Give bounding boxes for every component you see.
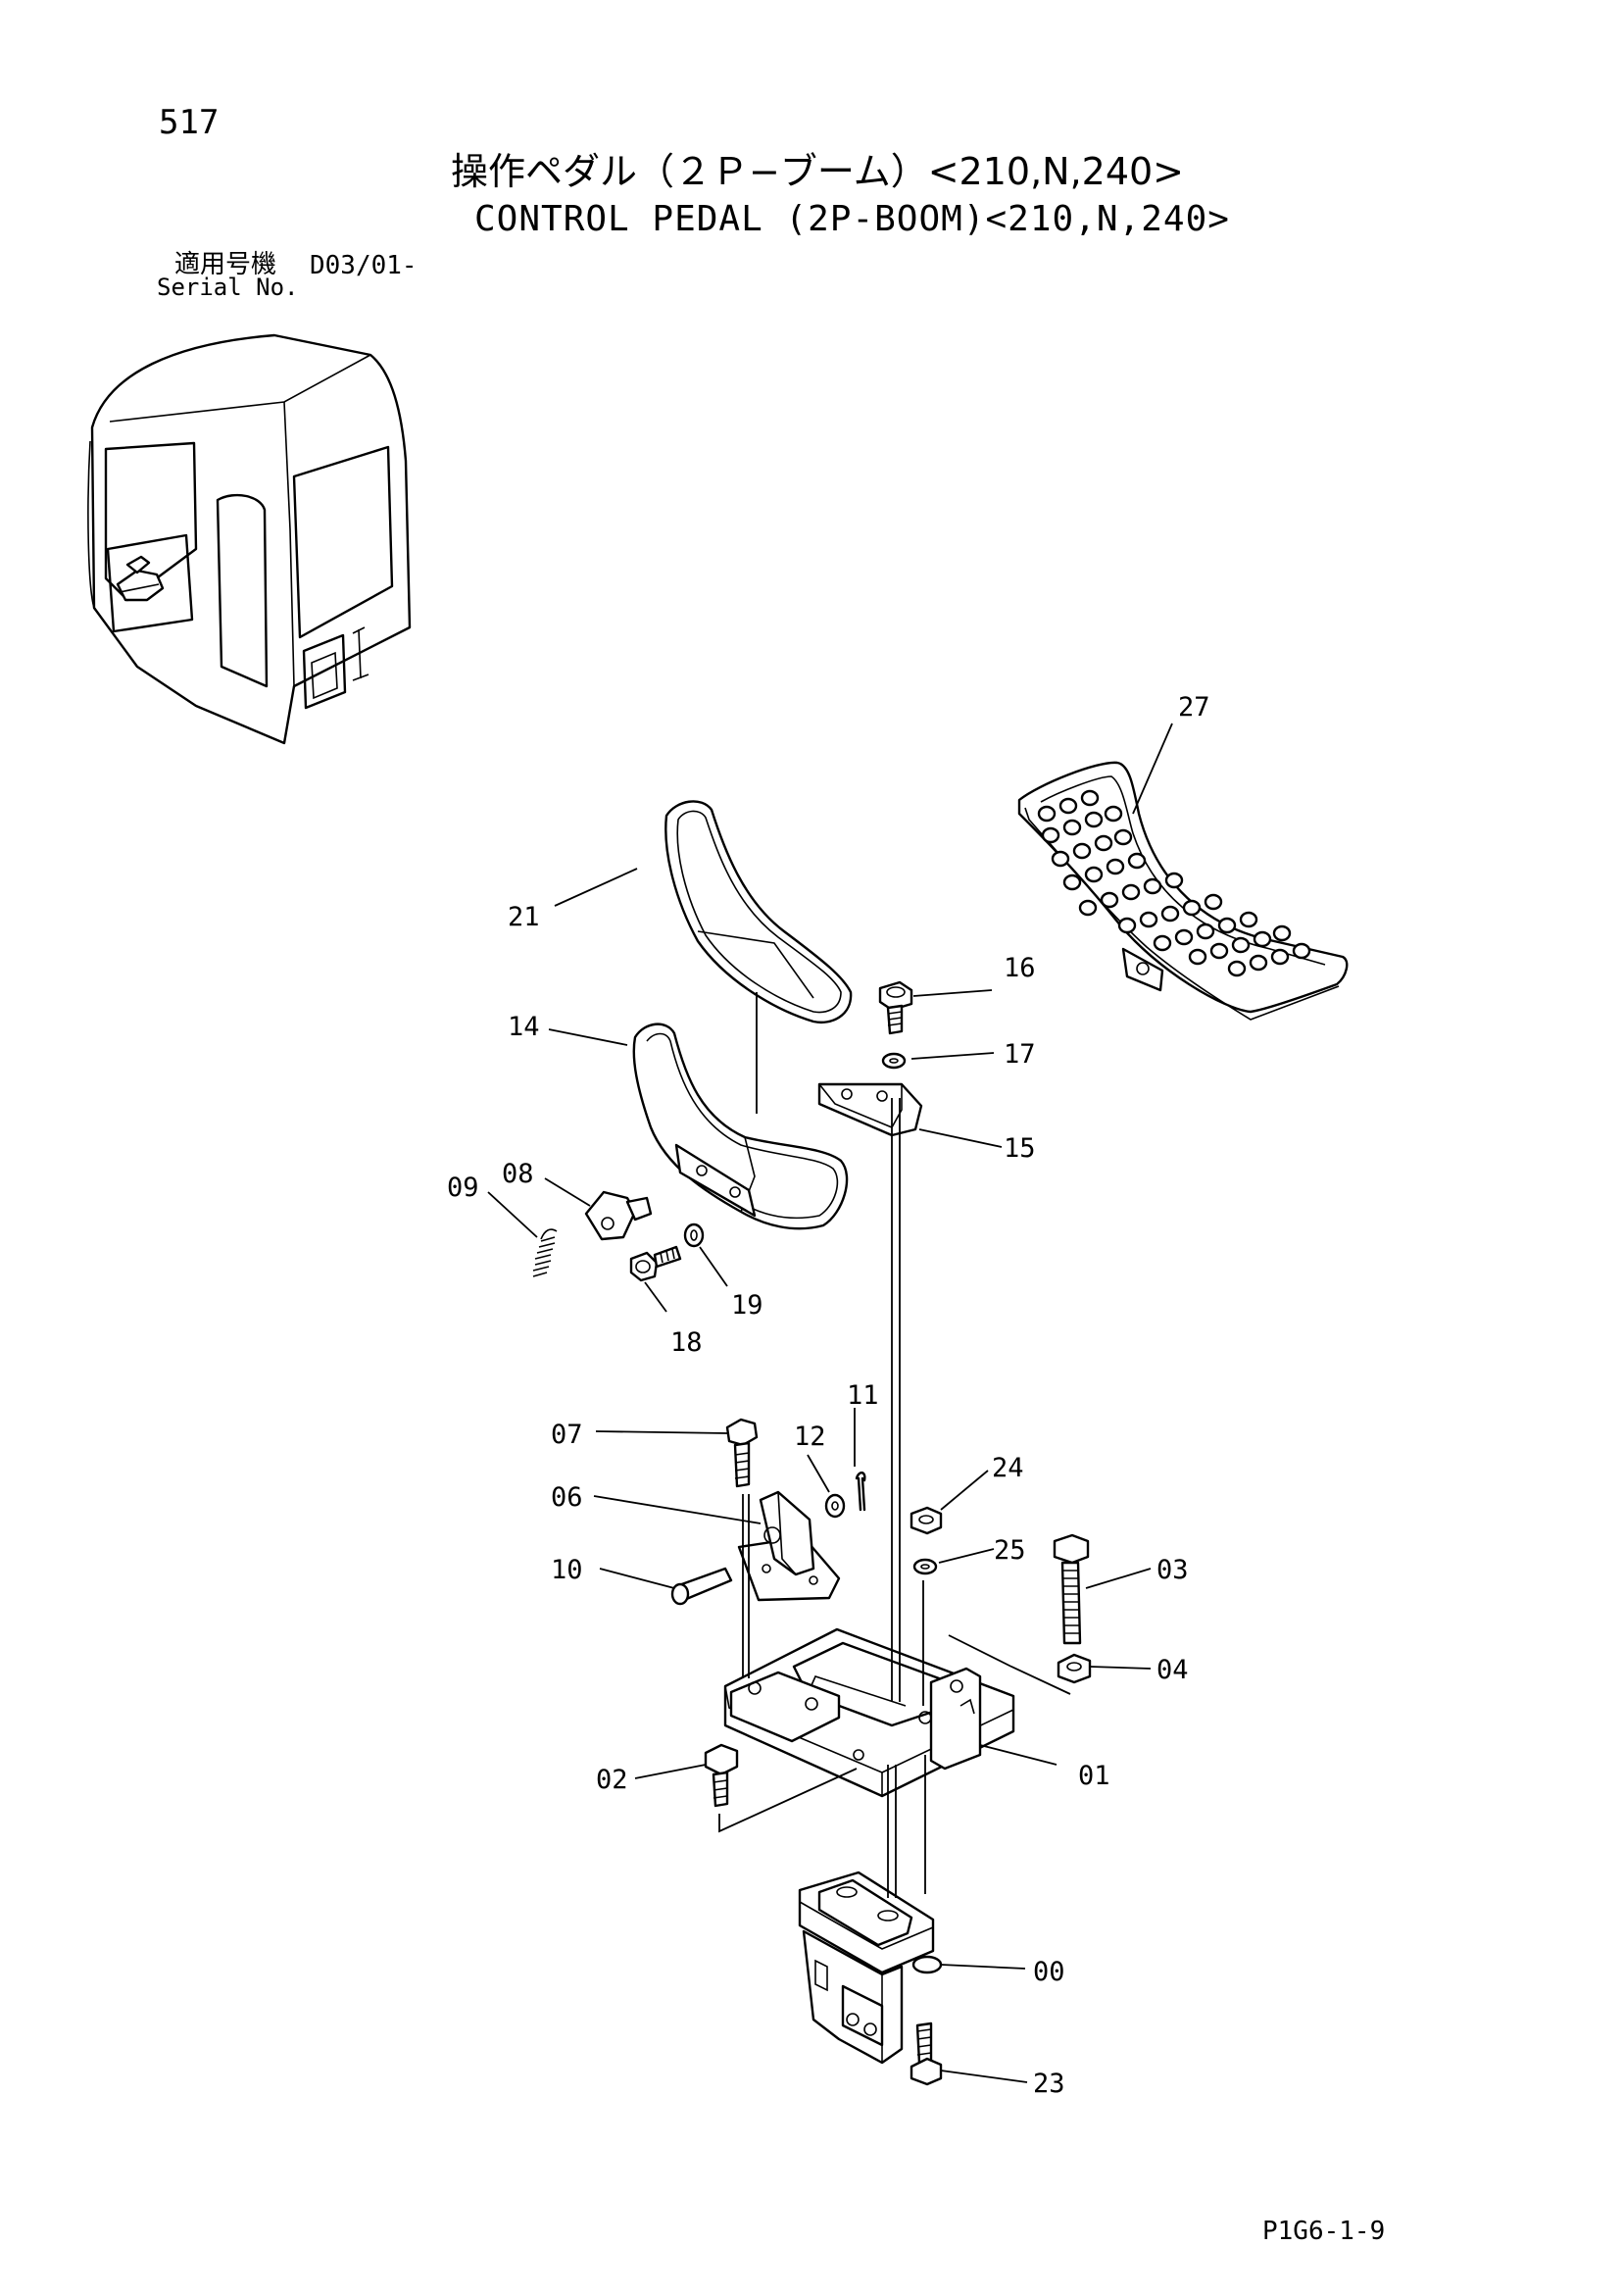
callout-03: 03 [1156,1555,1189,1585]
part-10-pin [670,1567,733,1606]
callout-09: 09 [447,1173,479,1203]
part-11-cotter-pin [855,1472,866,1512]
callout-21: 21 [508,902,540,932]
part-04-nut [1057,1653,1092,1684]
callout-27: 27 [1178,692,1210,723]
part-17-washer [881,1052,907,1070]
cab-location-thumbnail [87,333,412,745]
serial-label-japanese: 適用号機 [174,250,277,279]
grip-nub [1217,917,1237,934]
grip-nub [1143,877,1162,895]
callout-07: 07 [551,1420,583,1450]
part-19-washer [683,1223,705,1248]
grip-nub [1292,942,1311,960]
part-21-pedal-pad [664,800,853,1024]
serial-number-value: D03/01- [310,251,418,280]
grip-nub [1058,797,1078,815]
part-16-screw [878,980,913,1035]
grip-nub [1182,899,1202,917]
grip-nub [1249,954,1268,972]
part-00-pilot-valve [798,1871,943,2065]
grip-nub [1080,789,1100,807]
grip-nub [1204,893,1223,911]
part-23-bolt [910,2021,943,2086]
grip-nub [1270,948,1290,966]
grip-nub [1100,891,1119,909]
grip-nub [1139,911,1158,928]
grip-nub [1227,960,1247,977]
callout-18: 18 [670,1327,703,1358]
grip-nub [1084,866,1104,883]
callout-04: 04 [1156,1655,1189,1685]
grip-nub [1113,828,1133,846]
callout-10: 10 [551,1555,583,1585]
grip-nub [1037,805,1057,823]
part-27-pedal-cover [1017,761,1349,1021]
drawing-code: P1G6-1-9 [1262,2217,1386,2246]
part-03-bolt [1053,1533,1090,1645]
grip-nub [1164,872,1184,889]
callout-17: 17 [1004,1039,1036,1070]
grip-nub [1078,899,1098,917]
leader-lines [487,723,1173,2083]
grip-nub [1062,873,1082,891]
page-number: 517 [159,103,220,142]
title-japanese: 操作ペダル（２Ｐ−ブーム）<210,N,240> [451,150,1185,193]
callout-15: 15 [1004,1133,1036,1164]
grip-nub [1196,923,1215,940]
grip-nub [1121,883,1141,901]
callout-14: 14 [508,1012,540,1042]
grip-nub [1084,811,1104,828]
callout-25: 25 [994,1535,1026,1566]
grip-nub [1117,917,1137,934]
grip-nub [1106,858,1125,875]
callout-00: 00 [1033,1957,1065,1987]
part-24-nut [910,1506,943,1535]
callout-11: 11 [847,1380,879,1411]
grip-nub [1188,948,1207,966]
callout-02: 02 [596,1765,628,1795]
grip-nub [1239,911,1258,928]
grip-nub [1062,819,1082,836]
grip-nub [1051,850,1070,868]
grip-nub [1104,805,1123,823]
callout-12: 12 [794,1422,826,1452]
callout-24: 24 [992,1453,1024,1483]
callout-01: 01 [1078,1761,1110,1791]
grip-nub [1272,924,1292,942]
part-06-bracket [737,1490,841,1602]
callout-06: 06 [551,1482,583,1513]
callout-labels: 27 21 16 14 17 08 15 09 19 18 11 07 12 2… [447,692,1210,2099]
serial-label-english: Serial No. [157,274,299,301]
grip-nub [1160,905,1180,923]
part-18-bolt [629,1245,682,1282]
grip-nub [1072,842,1092,860]
part-09-spring [532,1228,558,1277]
part-15-bracket [817,1082,923,1137]
part-14-pedal [632,1023,849,1230]
grip-nub [1209,942,1229,960]
grip-nub [1127,852,1147,870]
callout-08: 08 [502,1159,534,1189]
grip-nub [1153,934,1172,952]
callout-19: 19 [731,1290,763,1321]
grip-nub [1253,930,1272,948]
callout-16: 16 [1004,953,1036,983]
assembly-lines [718,992,1071,1898]
part-25-washer [912,1558,938,1575]
title-english: CONTROL PEDAL (2P-BOOM)<210,N,240> [474,199,1230,239]
callout-23: 23 [1033,2069,1065,2099]
grip-nub [1041,826,1060,844]
part-02-bolt [704,1743,739,1808]
part-08-knob [584,1190,653,1241]
part-01-base-plate [723,1627,1015,1798]
grip-nub [1174,928,1194,946]
part-07-bolt [725,1418,759,1488]
grip-nub [1094,834,1113,852]
grip-nub [1231,936,1251,954]
part-12-washer [824,1493,846,1519]
